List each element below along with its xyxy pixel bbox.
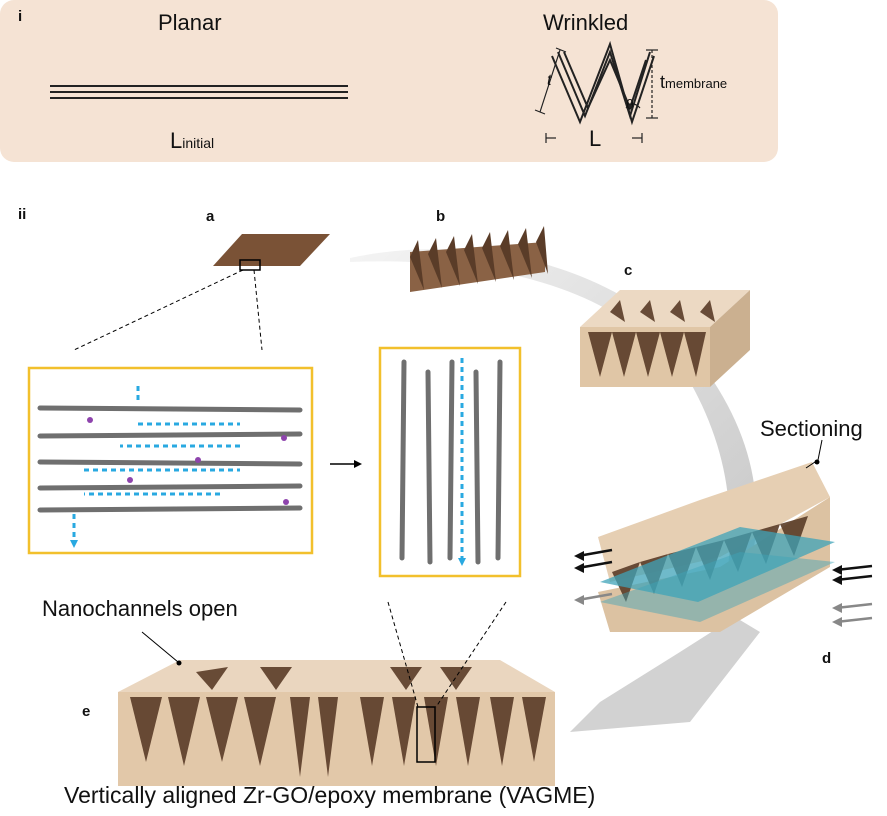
horizontal-go-layers — [37, 405, 303, 513]
planar-title: Planar — [158, 10, 222, 35]
panel-i-background — [0, 0, 778, 162]
epoxy-block-d — [598, 439, 835, 632]
wrinkled-go-sheet — [410, 226, 548, 292]
final-membrane-e — [118, 601, 555, 786]
t-label: t — [547, 72, 552, 89]
t-membrane-label: tmembrane — [660, 72, 727, 93]
process-diagram — [27, 226, 873, 786]
zoom-square — [239, 259, 261, 271]
panel-ii-label: ii — [18, 206, 27, 223]
zoom-line-right — [253, 269, 263, 351]
t-dimension — [534, 47, 567, 115]
horizontal-flow-path — [72, 386, 240, 540]
microtome-blade — [600, 527, 835, 602]
vertical-go-layers — [399, 359, 503, 565]
wrinkled-membrane — [551, 40, 655, 126]
wrinkled-title: Wrinkled — [543, 10, 629, 35]
figure-caption: Vertically aligned Zr-GO/epoxy membrane … — [64, 782, 596, 808]
panel-i-drawing — [50, 40, 658, 143]
nanochannels-label: Nanochannels open — [42, 596, 238, 621]
sectioning-label: Sectioning — [760, 416, 863, 441]
l-label: L — [589, 126, 602, 151]
process-arrow — [350, 249, 760, 732]
zr-ions — [87, 417, 289, 505]
flat-go-sheet — [213, 234, 330, 266]
theta-label: θ — [626, 96, 634, 112]
step-c-label: c — [624, 262, 633, 279]
t-membrane-dimension — [625, 49, 658, 119]
step-e-label: e — [82, 703, 91, 720]
t-membrane-sub: membrane — [665, 76, 728, 91]
l-initial-label: Linitial — [170, 128, 214, 154]
t-membrane-main: t — [660, 72, 666, 92]
flow-arrowhead — [70, 540, 78, 548]
zoom-line-left — [73, 269, 244, 351]
zoom-rectangle-e — [416, 706, 436, 763]
panel-i-label: i — [18, 8, 23, 25]
sectioning-arrows — [574, 548, 873, 627]
step-d-label: d — [822, 650, 832, 667]
step-b-label: b — [436, 208, 446, 225]
planar-membrane — [50, 85, 348, 99]
l-initial-main: L — [170, 128, 183, 153]
l-dimension — [545, 133, 643, 143]
step-a-label: a — [206, 208, 215, 225]
epoxy-block-c — [580, 290, 750, 387]
l-initial-sub: initial — [182, 135, 215, 151]
